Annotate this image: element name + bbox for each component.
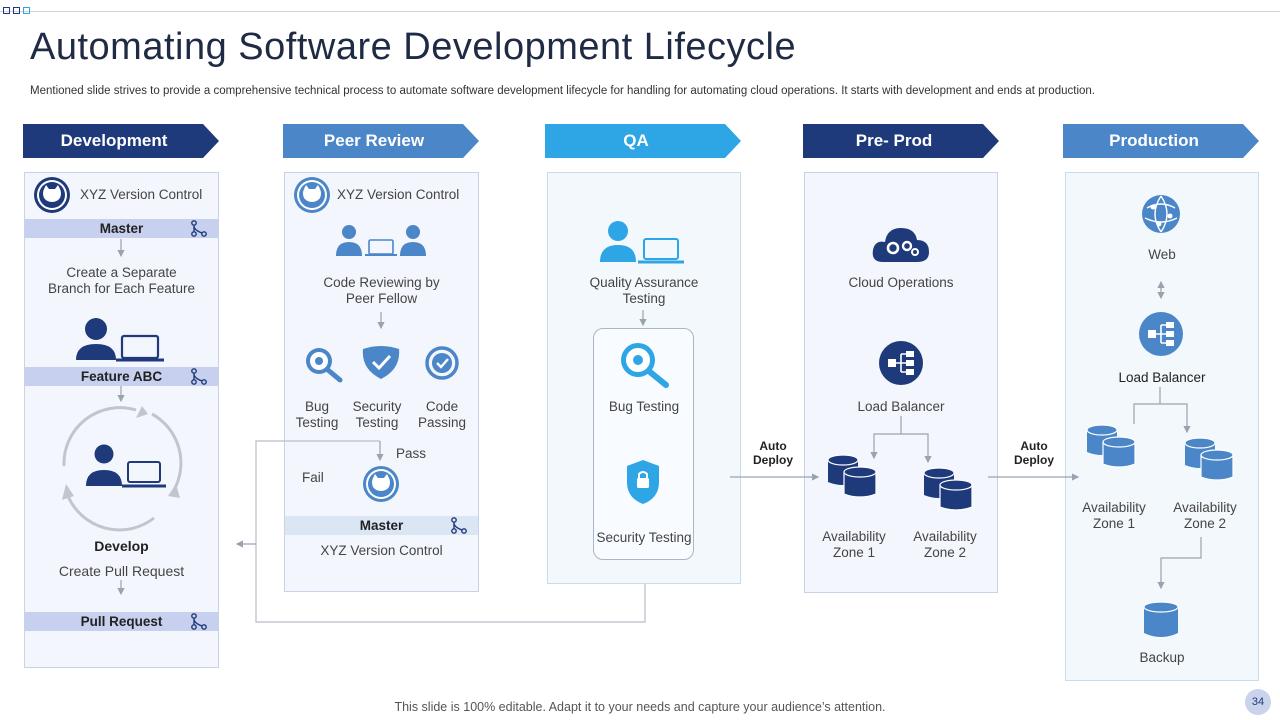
prod-lb-label: Load Balancer <box>1118 370 1206 385</box>
auto-deploy-label-2b: Deploy <box>1013 453 1054 467</box>
dev-pull-request-bar: Pull Request <box>25 612 218 631</box>
auto-deploy-label-1a: Auto <box>759 439 787 453</box>
qa-bug-testing: Bug Testing <box>608 399 680 414</box>
database-icon <box>1184 437 1234 481</box>
prod-zone2-line2: Zone 2 <box>1183 516 1227 531</box>
dev-version-control-label: XYZ Version Control <box>80 187 203 202</box>
pr-version-control-label: XYZ Version Control <box>337 187 460 202</box>
preprod-lb-label: Load Balancer <box>857 399 945 414</box>
prod-zone1-line2: Zone 1 <box>1092 516 1136 531</box>
prod-web-label: Web <box>1148 247 1176 262</box>
stage-qa: QA <box>545 124 741 158</box>
pr-security-line1: Security <box>352 399 402 414</box>
git-branch-icon <box>191 220 207 237</box>
qa-security-testing: Security Testing <box>596 530 692 545</box>
corner-square-icon <box>3 7 10 14</box>
git-branch-icon <box>451 517 467 534</box>
pr-security-line2: Testing <box>355 415 399 430</box>
auto-deploy-label-1b: Deploy <box>752 453 793 467</box>
preprod-cloud-label: Cloud Operations <box>848 275 954 290</box>
stage-pre-prod: Pre- Prod <box>803 124 999 158</box>
load-balancer-icon <box>879 341 923 385</box>
pr-fail-label: Fail <box>302 470 324 485</box>
dev-create-branch-line1: Create a Separate <box>66 265 177 280</box>
pr-version-control-bottom: XYZ Version Control <box>320 543 443 558</box>
prod-backup-label: Backup <box>1139 650 1185 665</box>
top-divider <box>0 11 1280 12</box>
developer-laptop-icon <box>76 318 164 362</box>
dev-pull-request-label: Pull Request <box>80 614 163 629</box>
page-subtitle: Mentioned slide strives to provide a com… <box>30 85 1095 97</box>
pr-bug-line2: Testing <box>295 415 339 430</box>
security-shield-icon <box>362 346 400 379</box>
stage-production: Production <box>1063 124 1259 158</box>
preprod-zone1-line2: Zone 1 <box>832 545 876 560</box>
corner-square-icon <box>13 7 20 14</box>
pr-master-bar: Master <box>285 516 478 535</box>
stage-development: Development <box>23 124 219 158</box>
prod-zone2-line1: Availability <box>1173 500 1237 515</box>
qa-testing-line2: Testing <box>622 291 666 306</box>
pr-code-review-line1: Code Reviewing by <box>323 275 440 290</box>
qa-testing-line1: Quality Assurance <box>589 275 699 290</box>
peer-review-people-icon <box>336 225 426 256</box>
preprod-zone2-line2: Zone 2 <box>923 545 967 560</box>
dev-develop-label: Develop <box>94 538 149 554</box>
preprod-zone2-line1: Availability <box>913 529 977 544</box>
dev-master-bar: Master <box>25 219 218 238</box>
github-cat-icon <box>294 177 330 213</box>
backup-database-icon <box>1143 601 1179 637</box>
database-icon <box>923 467 973 511</box>
git-branch-icon <box>191 613 207 630</box>
security-lock-shield-icon <box>627 460 659 504</box>
pr-code-line1: Code <box>425 399 459 414</box>
database-icon <box>1086 424 1136 468</box>
corner-square-icon <box>23 7 30 14</box>
qa-person-laptop-icon <box>600 221 684 264</box>
dev-create-pr-label: Create Pull Request <box>58 563 185 579</box>
prod-zone1-line1: Availability <box>1082 500 1146 515</box>
database-icon <box>827 454 877 498</box>
code-passing-icon <box>425 346 459 380</box>
pr-bug-line1: Bug <box>304 399 330 414</box>
web-globe-icon <box>1142 195 1180 233</box>
cloud-gear-icon <box>872 228 929 262</box>
page-title: Automating Software Development Lifecycl… <box>30 26 797 68</box>
github-cat-icon <box>363 466 399 502</box>
pr-master-label: Master <box>359 518 404 533</box>
dev-create-branch-line2: Branch for Each Feature <box>47 281 196 296</box>
load-balancer-icon <box>1139 312 1183 356</box>
pr-pass-label: Pass <box>396 446 427 461</box>
develop-cycle-icon <box>62 406 183 532</box>
dev-master-label: Master <box>99 221 144 236</box>
page-number: 34 <box>1245 689 1271 715</box>
git-branch-icon <box>191 368 207 385</box>
footer-note: This slide is 100% editable. Adapt it to… <box>394 700 886 714</box>
bug-search-icon <box>621 343 669 388</box>
dev-feature-bar: Feature ABC <box>25 367 218 386</box>
qa-inner-box <box>593 328 694 560</box>
stage-peer-review: Peer Review <box>283 124 479 158</box>
bug-search-icon <box>306 348 343 383</box>
auto-deploy-label-2a: Auto <box>1020 439 1048 453</box>
dev-feature-label: Feature ABC <box>80 369 163 384</box>
pr-code-review-line2: Peer Fellow <box>345 291 418 306</box>
pr-code-line2: Passing <box>417 415 467 430</box>
github-cat-icon <box>34 177 70 213</box>
preprod-zone1-line1: Availability <box>822 529 886 544</box>
